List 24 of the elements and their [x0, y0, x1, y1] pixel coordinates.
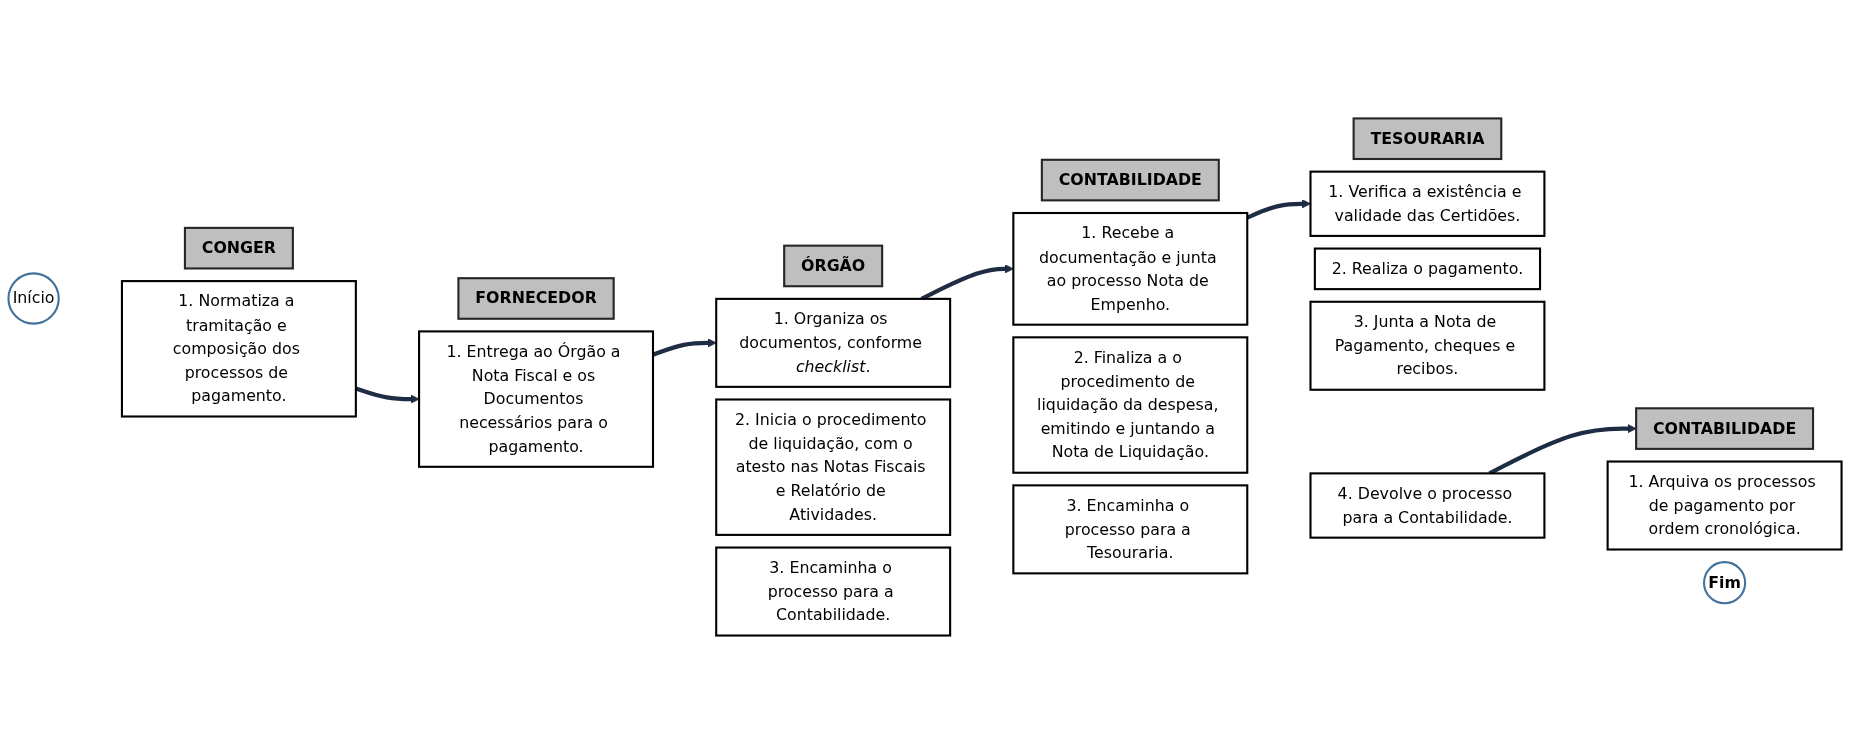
node-box: 3. Junta a Nota de Pagamento, cheques e recibos.	[1309, 300, 1546, 391]
node-box: 1. Recebe a documentação e junta ao processo Nota de Empenho.	[1012, 211, 1249, 326]
node-box: 1. Entrega ao Órgão a Nota Fiscal e os Documentos necessários para o pagamento.	[418, 330, 655, 468]
node-box: CONTABILIDADE	[1040, 158, 1220, 202]
arrow	[652, 338, 717, 357]
node-circle: Início	[7, 272, 60, 325]
node-box: 1. Arquiva os processos de pagamento por ordem cronológica.	[1606, 460, 1843, 551]
node-box: 2. Realiza o pagamento.	[1313, 247, 1542, 291]
node-box: 2. Inicia o procedimento de liquidação, com o atesto nas Notas Fiscais e Relatório de Atividades.	[715, 398, 952, 536]
node-box: 2. Finaliza a o procedimento de liquidação da despesa, emitindo e juntando a Nota de Liquidação.	[1012, 336, 1249, 474]
node-box: 3. Encaminha o processo para a Contabilidade.	[715, 546, 952, 637]
node-box: TESOURARIA	[1352, 117, 1503, 161]
node-box: 4. Devolve o processo para a Contabilidade.	[1309, 472, 1546, 539]
node-box: ÓRGÃO	[783, 244, 884, 288]
node-box: CONTABILIDADE	[1635, 407, 1815, 450]
node-box: 1. Organiza os documentos, conforme checklist.	[715, 297, 952, 388]
node-box: FORNECEDOR	[457, 277, 615, 320]
node-box: 1. Verifica a existência e validade das Certidões.	[1309, 170, 1546, 237]
node-box: 1. Normatiza a tramitação e composição dos processos de pagamento.	[120, 280, 357, 418]
arrow	[1246, 199, 1311, 220]
arrow	[355, 386, 420, 404]
node-circle: Fim	[1702, 561, 1747, 605]
node-box: 3. Encaminha o processo para a Tesouraria.	[1012, 484, 1249, 575]
node-box: CONGER	[183, 226, 294, 270]
